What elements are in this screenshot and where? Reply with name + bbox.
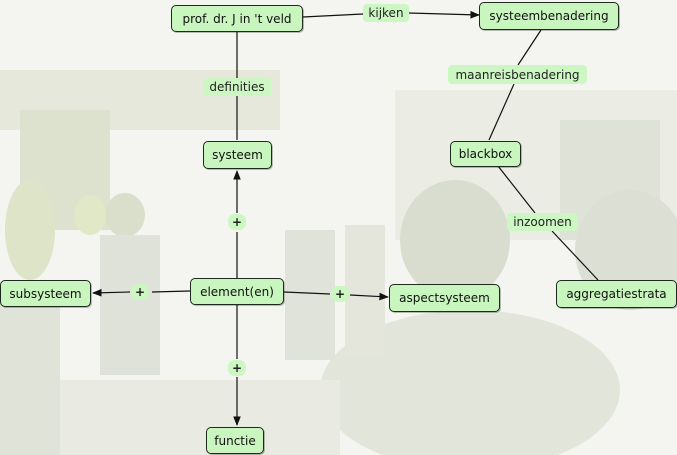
concept-element[interactable]: element(en)	[190, 278, 284, 305]
line-systeembenadering-maanreis	[517, 29, 542, 66]
line-plus-right-aspectsysteem	[349, 292, 389, 301]
line-maanreis-blackbox	[488, 83, 515, 141]
concept-systeem[interactable]: systeem	[203, 141, 272, 169]
link-label-inzoomen[interactable]: inzoomen	[507, 213, 578, 231]
concept-subsysteem[interactable]: subsysteem	[0, 280, 91, 307]
link-label-plus-up[interactable]: +	[228, 214, 246, 230]
link-label-definities[interactable]: definities	[203, 78, 271, 96]
line-kijken-systeembenadering	[408, 10, 480, 19]
link-label-plus-right[interactable]: +	[331, 286, 349, 302]
concept-blackbox[interactable]: blackbox	[450, 141, 521, 167]
link-label-plus-down[interactable]: +	[228, 360, 246, 376]
line-plus-left-subsysteem	[92, 288, 131, 297]
link-label-maanreisbenadering[interactable]: maanreisbenadering	[448, 65, 587, 84]
line-element-plus-right	[283, 291, 331, 295]
line-inzoomen-aggregatiestrata	[551, 230, 599, 281]
line-element-plus-left	[151, 290, 191, 293]
line-blackbox-inzoomen	[497, 165, 536, 214]
link-label-kijken[interactable]: kijken	[363, 4, 409, 22]
line-prof-kijken	[302, 13, 364, 18]
concept-aspectsysteem[interactable]: aspectsysteem	[389, 284, 500, 312]
concept-prof[interactable]: prof. dr. J in 't veld	[171, 5, 303, 32]
concept-functie[interactable]: functie	[206, 427, 264, 454]
concept-aggregatiestrata[interactable]: aggregatiestrata	[556, 280, 677, 308]
concept-systeembenadering[interactable]: systeembenadering	[479, 2, 619, 30]
link-label-plus-left[interactable]: +	[131, 284, 149, 300]
